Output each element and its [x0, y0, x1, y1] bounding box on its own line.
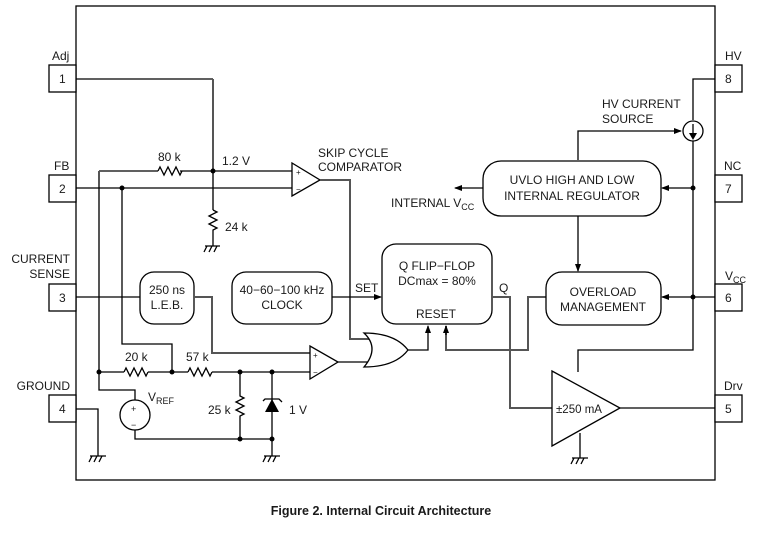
wire-overload-reset	[445, 296, 546, 351]
cs-comparator: + −	[309, 344, 340, 381]
pin-3: CURRENT SENSE 3	[11, 252, 77, 312]
wire-vref	[98, 372, 136, 400]
pin-6-label: VCC	[725, 269, 747, 285]
svg-text:Q FLIP−FLOP: Q FLIP−FLOP	[399, 259, 475, 273]
resistor-57k	[187, 366, 213, 378]
svg-text:−: −	[131, 420, 136, 430]
resistor-25k	[234, 372, 246, 439]
wire-vref-bottom	[134, 430, 272, 440]
set-label: SET	[355, 281, 379, 295]
svg-text:−: −	[313, 368, 318, 377]
ground-zener	[262, 439, 280, 463]
wire-hv-down	[577, 141, 694, 372]
pin-6: VCC 6	[714, 269, 747, 312]
pin-2: FB 2	[48, 159, 77, 203]
pin-3-label-line1: CURRENT	[11, 252, 70, 266]
resistor-20k	[123, 366, 149, 378]
label-1v2: 1.2 V	[222, 154, 250, 168]
pin-4-label: GROUND	[17, 379, 71, 393]
label-skip-line2: COMPARATOR	[318, 160, 402, 174]
pin-5: Drv 5	[714, 379, 743, 423]
svg-text:DCmax = 80%: DCmax = 80%	[398, 274, 476, 288]
svg-text:INTERNAL REGULATOR: INTERNAL REGULATOR	[504, 189, 640, 203]
vref-source: + −	[119, 399, 151, 431]
internal-vcc-label: INTERNAL VCC	[391, 196, 475, 212]
resistor-24k	[207, 209, 219, 246]
label-25k: 25 k	[208, 403, 232, 417]
or-gate	[362, 332, 409, 368]
leb-block: 250 ns L.E.B.	[139, 271, 195, 325]
wire-leb-out	[194, 296, 310, 354]
label-24k: 24 k	[225, 220, 249, 234]
vref-label: VREF	[148, 390, 175, 406]
pin-4: GROUND 4	[17, 379, 77, 423]
pin-1-number: 1	[59, 72, 66, 86]
wire-fb-down	[121, 188, 173, 372]
pin-7-label: NC	[724, 159, 742, 173]
svg-text:RESET: RESET	[416, 307, 457, 321]
pin-8-number: 8	[725, 72, 732, 86]
ground-driver	[570, 433, 588, 465]
label-20k: 20 k	[125, 350, 149, 364]
svg-text:+: +	[131, 404, 136, 414]
label-hv-line2: SOURCE	[602, 112, 653, 126]
pin-3-number: 3	[59, 291, 66, 305]
pin-4-number: 4	[59, 402, 66, 416]
clock-block: 40−60−100 kHz CLOCK	[231, 271, 333, 325]
pin-5-label: Drv	[724, 379, 743, 393]
wire-q	[492, 296, 552, 409]
label-hv-line1: HV CURRENT	[602, 97, 681, 111]
svg-text:+: +	[296, 168, 301, 177]
skip-cycle-comparator: + −	[291, 161, 322, 198]
svg-text:40−60−100 kHz: 40−60−100 kHz	[240, 283, 325, 297]
pin-2-label: FB	[54, 159, 69, 173]
svg-text:L.E.B.: L.E.B.	[151, 298, 184, 312]
svg-text:−: −	[296, 185, 301, 194]
wire-hv	[692, 78, 715, 120]
q-label: Q	[499, 281, 508, 295]
driver-amplifier: ±250 mA	[551, 369, 622, 448]
node-1v2	[210, 168, 216, 174]
pin-7-number: 7	[725, 182, 732, 196]
pin-2-number: 2	[59, 182, 66, 196]
svg-text:UVLO HIGH AND LOW: UVLO HIGH AND LOW	[510, 173, 635, 187]
pin-3-label-line2: SENSE	[29, 267, 70, 281]
label-1v: 1 V	[289, 403, 307, 417]
svg-text:CLOCK: CLOCK	[261, 298, 302, 312]
label-skip-line1: SKIP CYCLE	[318, 146, 388, 160]
chip-outline	[75, 5, 716, 481]
flipflop-block: Q FLIP−FLOP DCmax = 80% RESET	[381, 243, 493, 325]
svg-text:±250 mA: ±250 mA	[556, 404, 602, 416]
ground-pin4	[76, 408, 106, 463]
label-57k: 57 k	[186, 350, 210, 364]
figure-caption: Figure 2. Internal Circuit Architecture	[271, 504, 491, 518]
pin-5-number: 5	[725, 402, 732, 416]
svg-text:OVERLOAD: OVERLOAD	[570, 285, 637, 299]
svg-text:250 ns: 250 ns	[149, 283, 185, 297]
hv-current-source	[682, 120, 704, 142]
pin-8: HV 8	[714, 49, 743, 93]
resistor-80k	[157, 165, 183, 177]
uvlo-block: UVLO HIGH AND LOW INTERNAL REGULATOR	[482, 160, 662, 217]
wire-skip-out	[320, 179, 377, 340]
wire-or-out	[408, 325, 431, 351]
pin-1-label: Adj	[52, 49, 69, 63]
pin-6-number: 6	[725, 291, 732, 305]
pin-1: Adj 1	[48, 49, 77, 93]
pin-8-label: HV	[725, 49, 742, 63]
wire-uvlo-hv	[577, 128, 682, 160]
svg-text:MANAGEMENT: MANAGEMENT	[560, 300, 647, 314]
ground-24k	[203, 245, 220, 253]
overload-block: OVERLOAD MANAGEMENT	[545, 271, 662, 326]
label-80k: 80 k	[158, 150, 182, 164]
pin-7: NC 7	[714, 159, 743, 203]
svg-text:+: +	[313, 351, 318, 360]
